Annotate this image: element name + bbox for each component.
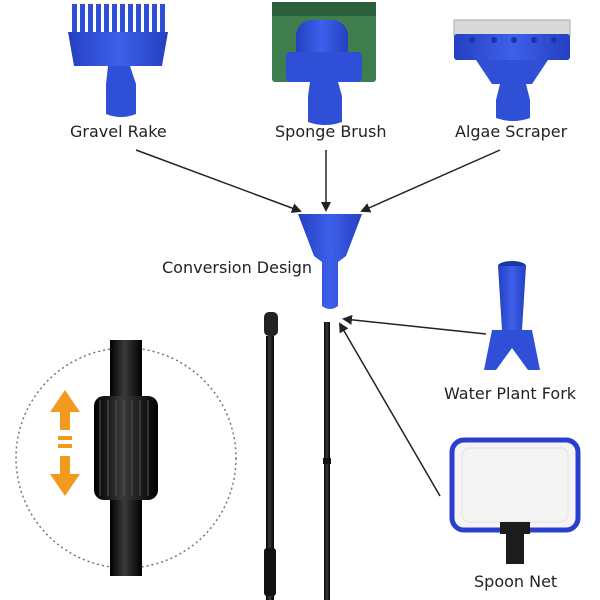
label-sponge-brush: Sponge Brush	[275, 122, 387, 141]
label-algae-scraper: Algae Scraper	[455, 122, 568, 141]
sponge-brush-image	[272, 2, 376, 125]
extend-arrow-icon	[50, 390, 80, 496]
long-pole-image	[323, 322, 331, 600]
arrow-water-plant-fork	[342, 314, 487, 335]
label-conversion-design: Conversion Design	[162, 258, 313, 277]
arrow-algae-scraper	[360, 149, 501, 213]
arrow-gravel-rake	[135, 149, 302, 213]
algae-scraper-image	[453, 19, 571, 121]
conversion-design-image	[298, 214, 362, 309]
label-spoon-net: Spoon Net	[474, 572, 558, 591]
water-plant-fork-image	[484, 261, 540, 370]
arrows	[135, 149, 501, 497]
telescoping-joint-detail	[15, 340, 237, 576]
label-gravel-rake: Gravel Rake	[70, 122, 167, 141]
arrow-spoon-net	[338, 322, 441, 497]
gravel-rake-image	[68, 4, 168, 117]
spoon-net-image	[449, 437, 581, 564]
short-pole-image	[264, 312, 278, 600]
label-water-plant-fork: Water Plant Fork	[444, 384, 577, 403]
gravel-rake-tines	[72, 4, 165, 34]
